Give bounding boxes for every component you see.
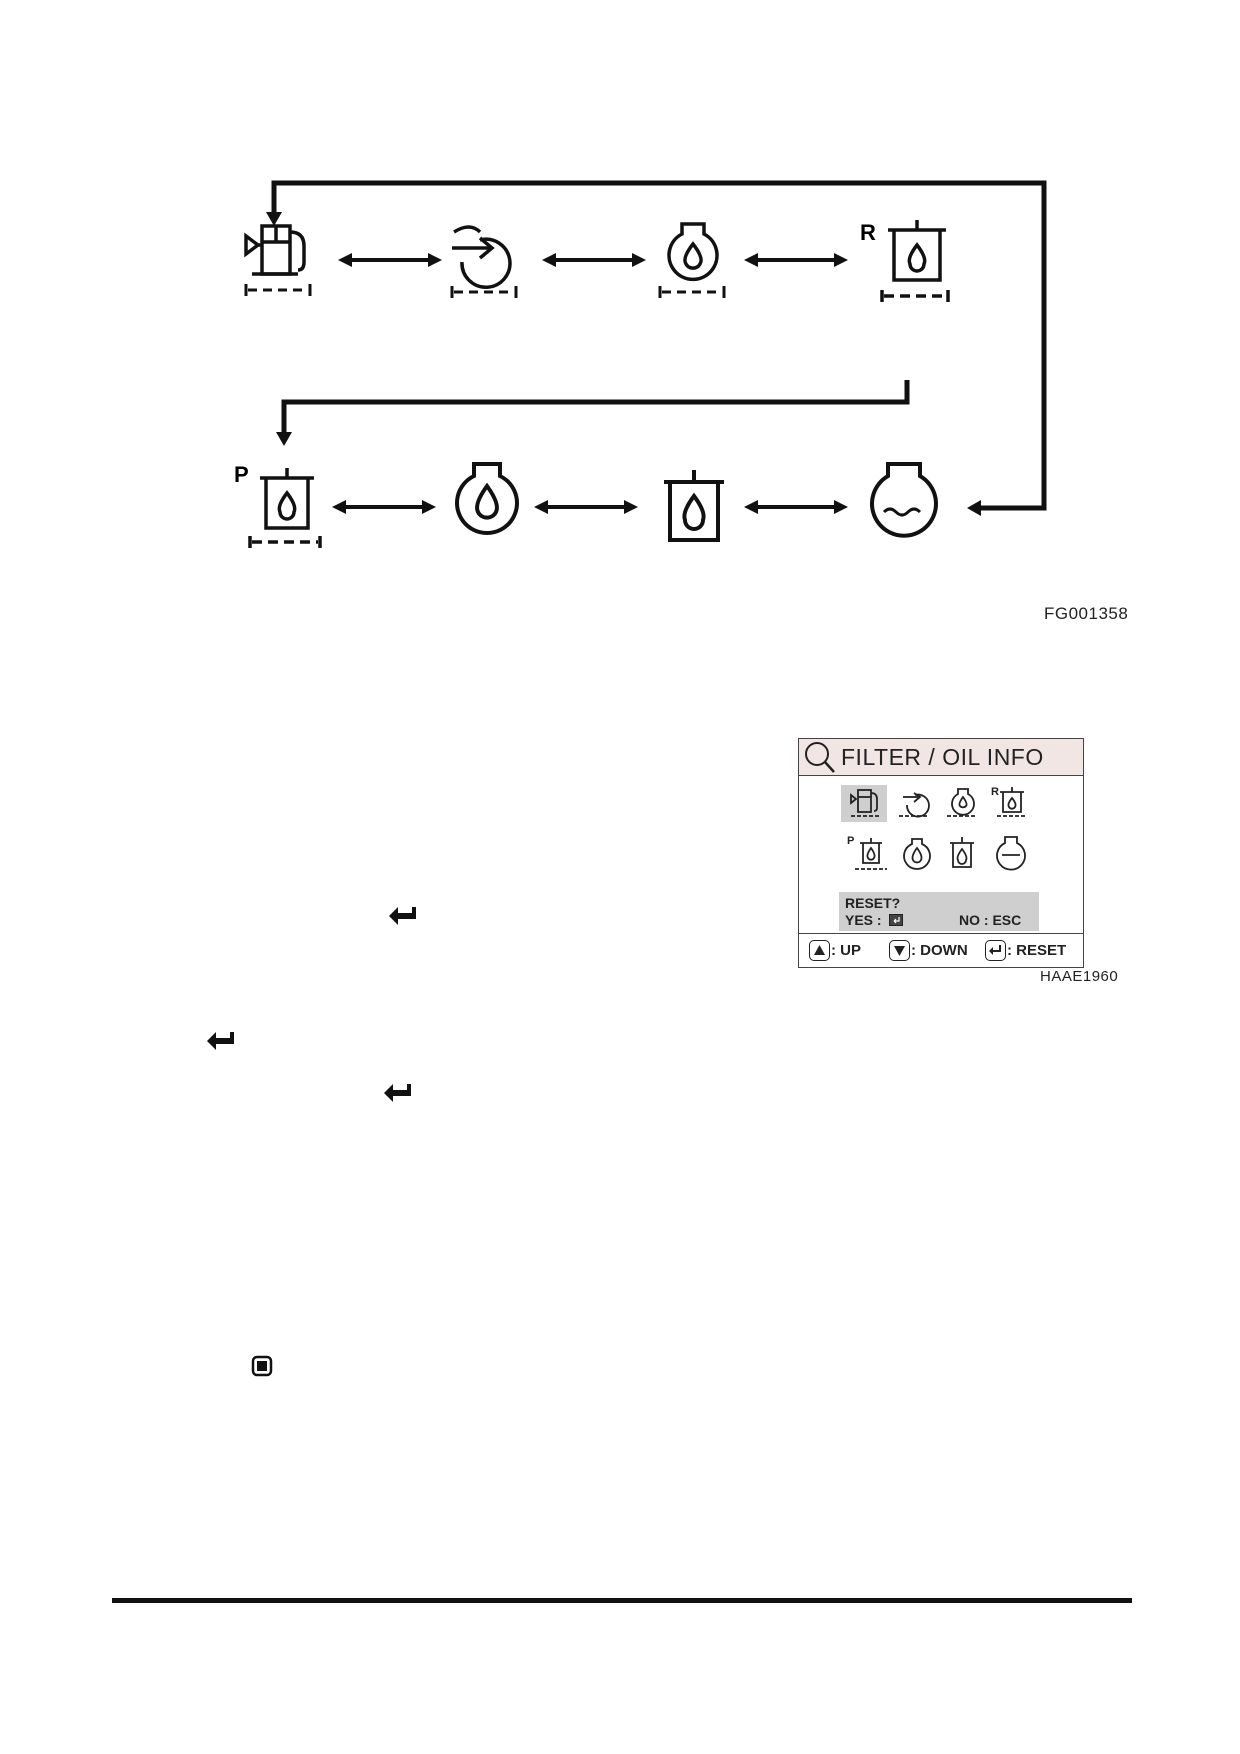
- engine-oil-large-icon: [455, 462, 519, 536]
- interval-bar-icon: [880, 290, 950, 302]
- loop-arrow-top: [266, 180, 1047, 516]
- return-filter-label: R: [991, 786, 999, 798]
- down-key-icon[interactable]: [889, 940, 910, 961]
- hydraulic-tank-icon[interactable]: [950, 837, 974, 868]
- double-arrow: [338, 253, 442, 267]
- pilot-filter-label: P: [234, 462, 249, 487]
- interval-bar-icon: [450, 286, 518, 298]
- engine-oil-icon: [667, 222, 719, 282]
- return-filter-icon[interactable]: [997, 787, 1027, 817]
- down-label: : DOWN: [911, 942, 968, 959]
- pilot-filter-icon: [260, 468, 314, 530]
- filter-oil-info-screen: FILTER / OIL INFO R: [798, 738, 1084, 968]
- screen-code: HAAE1960: [1040, 968, 1119, 985]
- screen-icon-grid: R P: [847, 786, 1027, 871]
- engine-oil-large-icon[interactable]: [903, 838, 931, 870]
- coolant-icon[interactable]: [996, 836, 1026, 871]
- screen-header: FILTER / OIL INFO: [799, 739, 1083, 776]
- screen-footer: : UP : DOWN : RESET: [799, 933, 1083, 968]
- interval-bar-icon: [658, 286, 726, 298]
- up-key-icon[interactable]: [809, 940, 830, 961]
- double-arrow: [534, 500, 638, 514]
- interval-bar-icon: [248, 536, 322, 548]
- reset-prompt: RESET?: [845, 895, 901, 911]
- enter-key-icon: [889, 914, 903, 926]
- reset-confirm-dialog: RESET? YES : NO : ESC: [839, 892, 1039, 931]
- return-filter-label: R: [860, 220, 876, 245]
- page-rule: [112, 1598, 1132, 1603]
- return-key-icon: [207, 1032, 234, 1050]
- loop-arrow-middle: [276, 380, 910, 446]
- up-label: : UP: [831, 942, 861, 959]
- engine-oil-icon[interactable]: [947, 788, 977, 817]
- return-filter-icon: [888, 220, 946, 282]
- interval-bar-icon: [244, 284, 312, 296]
- enter-key-icon[interactable]: [985, 940, 1006, 961]
- double-arrow: [332, 500, 436, 514]
- esc-key-icon: [251, 1355, 273, 1377]
- fuel-filter-icon: [244, 224, 306, 276]
- magnifier-icon: [805, 742, 835, 773]
- return-key-icon: [384, 1084, 411, 1102]
- hydraulic-tank-icon: [664, 470, 724, 542]
- air-filter-icon[interactable]: [899, 792, 930, 818]
- air-filter-icon: [452, 225, 512, 289]
- coolant-icon: [870, 462, 938, 538]
- double-arrow: [542, 253, 646, 267]
- pilot-filter-label: P: [847, 835, 854, 847]
- yes-option[interactable]: YES :: [845, 912, 882, 928]
- screen-title: FILTER / OIL INFO: [841, 744, 1044, 770]
- no-option[interactable]: NO : ESC: [959, 912, 1022, 928]
- fuel-filter-icon[interactable]: [850, 789, 879, 817]
- pilot-filter-icon[interactable]: [855, 838, 887, 870]
- return-key-icon: [389, 907, 416, 925]
- figure-code: FG001358: [1044, 604, 1129, 623]
- double-arrow: [744, 500, 848, 514]
- navigation-flow-diagram: R P: [234, 180, 1047, 548]
- reset-label: : RESET: [1007, 942, 1067, 959]
- double-arrow: [744, 253, 848, 267]
